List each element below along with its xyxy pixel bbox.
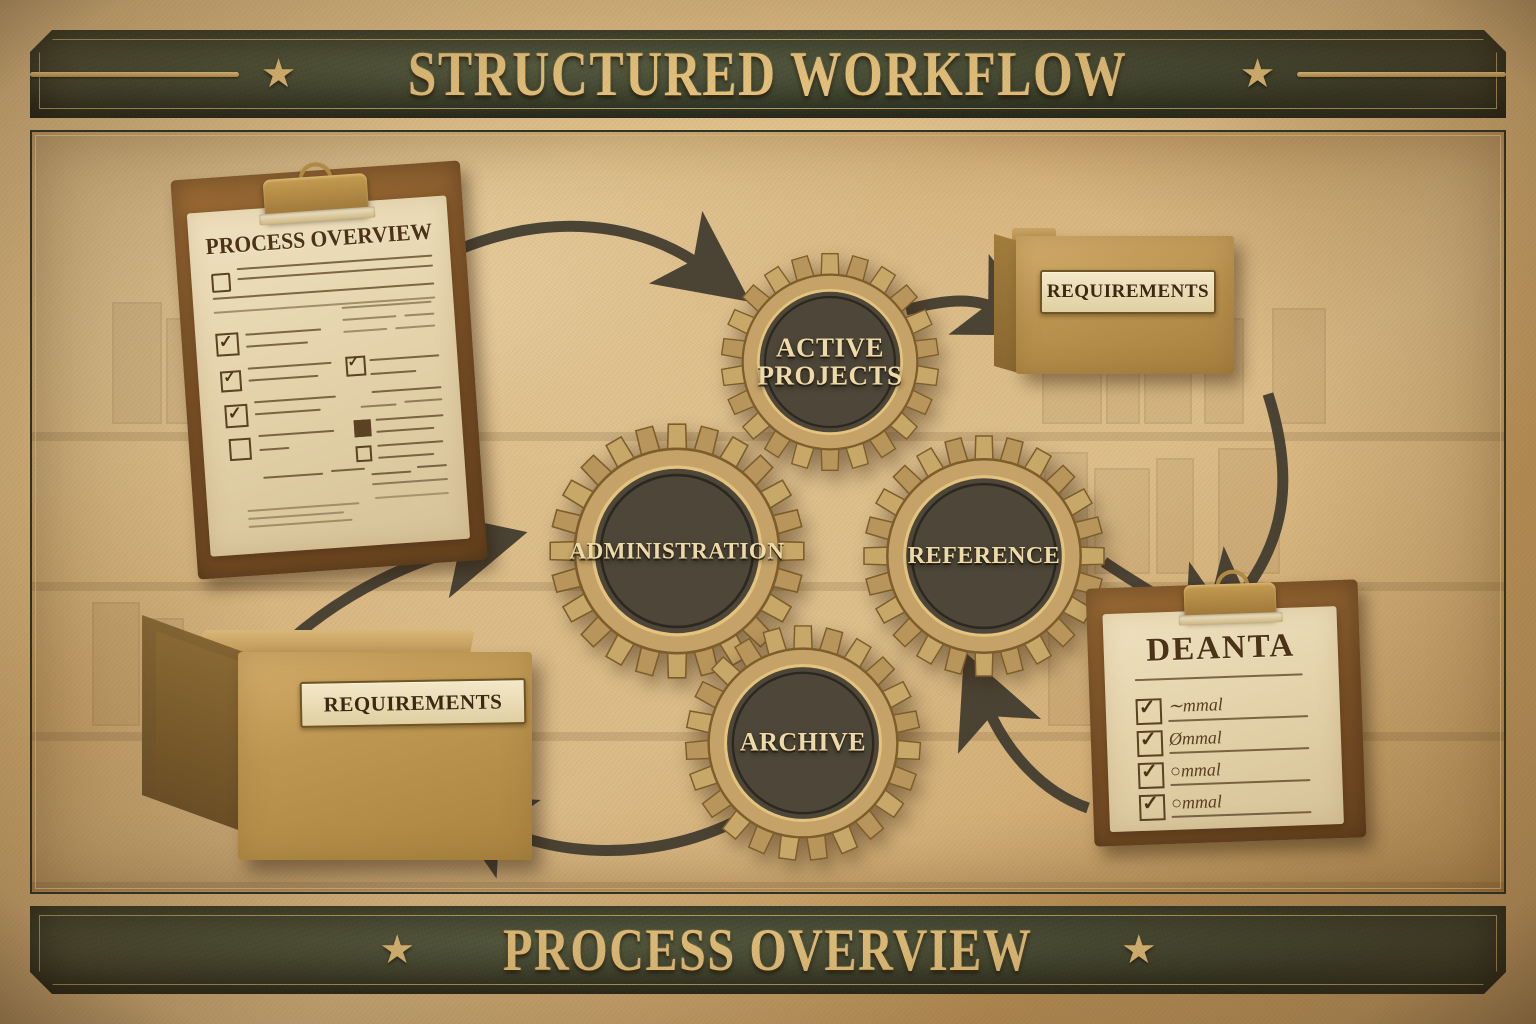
file-drawer-label: REQUIREMENTS — [299, 678, 527, 728]
star-icon: ★ — [1120, 927, 1157, 972]
footer-title: PROCESS OVERVIEW — [503, 916, 1033, 983]
file-drawer[interactable]: REQUIREMENTS — [142, 615, 532, 862]
poster-frame: ★ STRUCTURED WORKFLOW ★ — [30, 30, 1506, 994]
header-rule-right — [1297, 72, 1506, 77]
arrow-deanta-to-reference — [957, 651, 1090, 814]
checkbox[interactable] — [355, 445, 373, 463]
clipboard-title: PROCESS OVERVIEW — [204, 218, 433, 260]
header-rule-left — [30, 72, 239, 77]
star-icon: ★ — [1239, 51, 1276, 96]
arrow-box-to-deanta — [1199, 392, 1294, 647]
page-title: STRUCTURED WORKFLOW — [408, 38, 1128, 109]
star-icon: ★ — [260, 51, 297, 96]
clipboard-process-overview[interactable]: PROCESS OVERVIEW ✓ ✓ ✓ — [170, 160, 488, 580]
star-icon: ★ — [379, 927, 416, 972]
footer-banner: ★ PROCESS OVERVIEW ★ — [30, 906, 1506, 994]
clipboard-paper: PROCESS OVERVIEW ✓ ✓ ✓ — [186, 195, 471, 557]
header-banner: ★ STRUCTURED WORKFLOW ★ — [30, 30, 1506, 118]
gear-archive[interactable]: ARCHIVE — [682, 622, 924, 864]
arrow-clipboard-to-active — [445, 210, 751, 302]
clipboard-deanta[interactable]: DEANTA ✓ ∼mmal ✓ Ømmal ✓ ○mmal ✓ — [1085, 569, 1367, 847]
archive-box-label: REQUIREMENTS — [1040, 270, 1216, 314]
clipboard-paper: DEANTA ✓ ∼mmal ✓ Ømmal ✓ ○mmal ✓ — [1102, 606, 1344, 833]
checkbox[interactable] — [228, 437, 253, 462]
checkbox[interactable] — [353, 419, 372, 438]
archive-box[interactable]: REQUIREMENTS — [994, 228, 1234, 374]
diagram-canvas: ACTIVE PROJECTS ADMINI — [30, 130, 1506, 894]
checkbox[interactable] — [211, 272, 232, 293]
clipboard-title: DEANTA — [1145, 627, 1296, 669]
